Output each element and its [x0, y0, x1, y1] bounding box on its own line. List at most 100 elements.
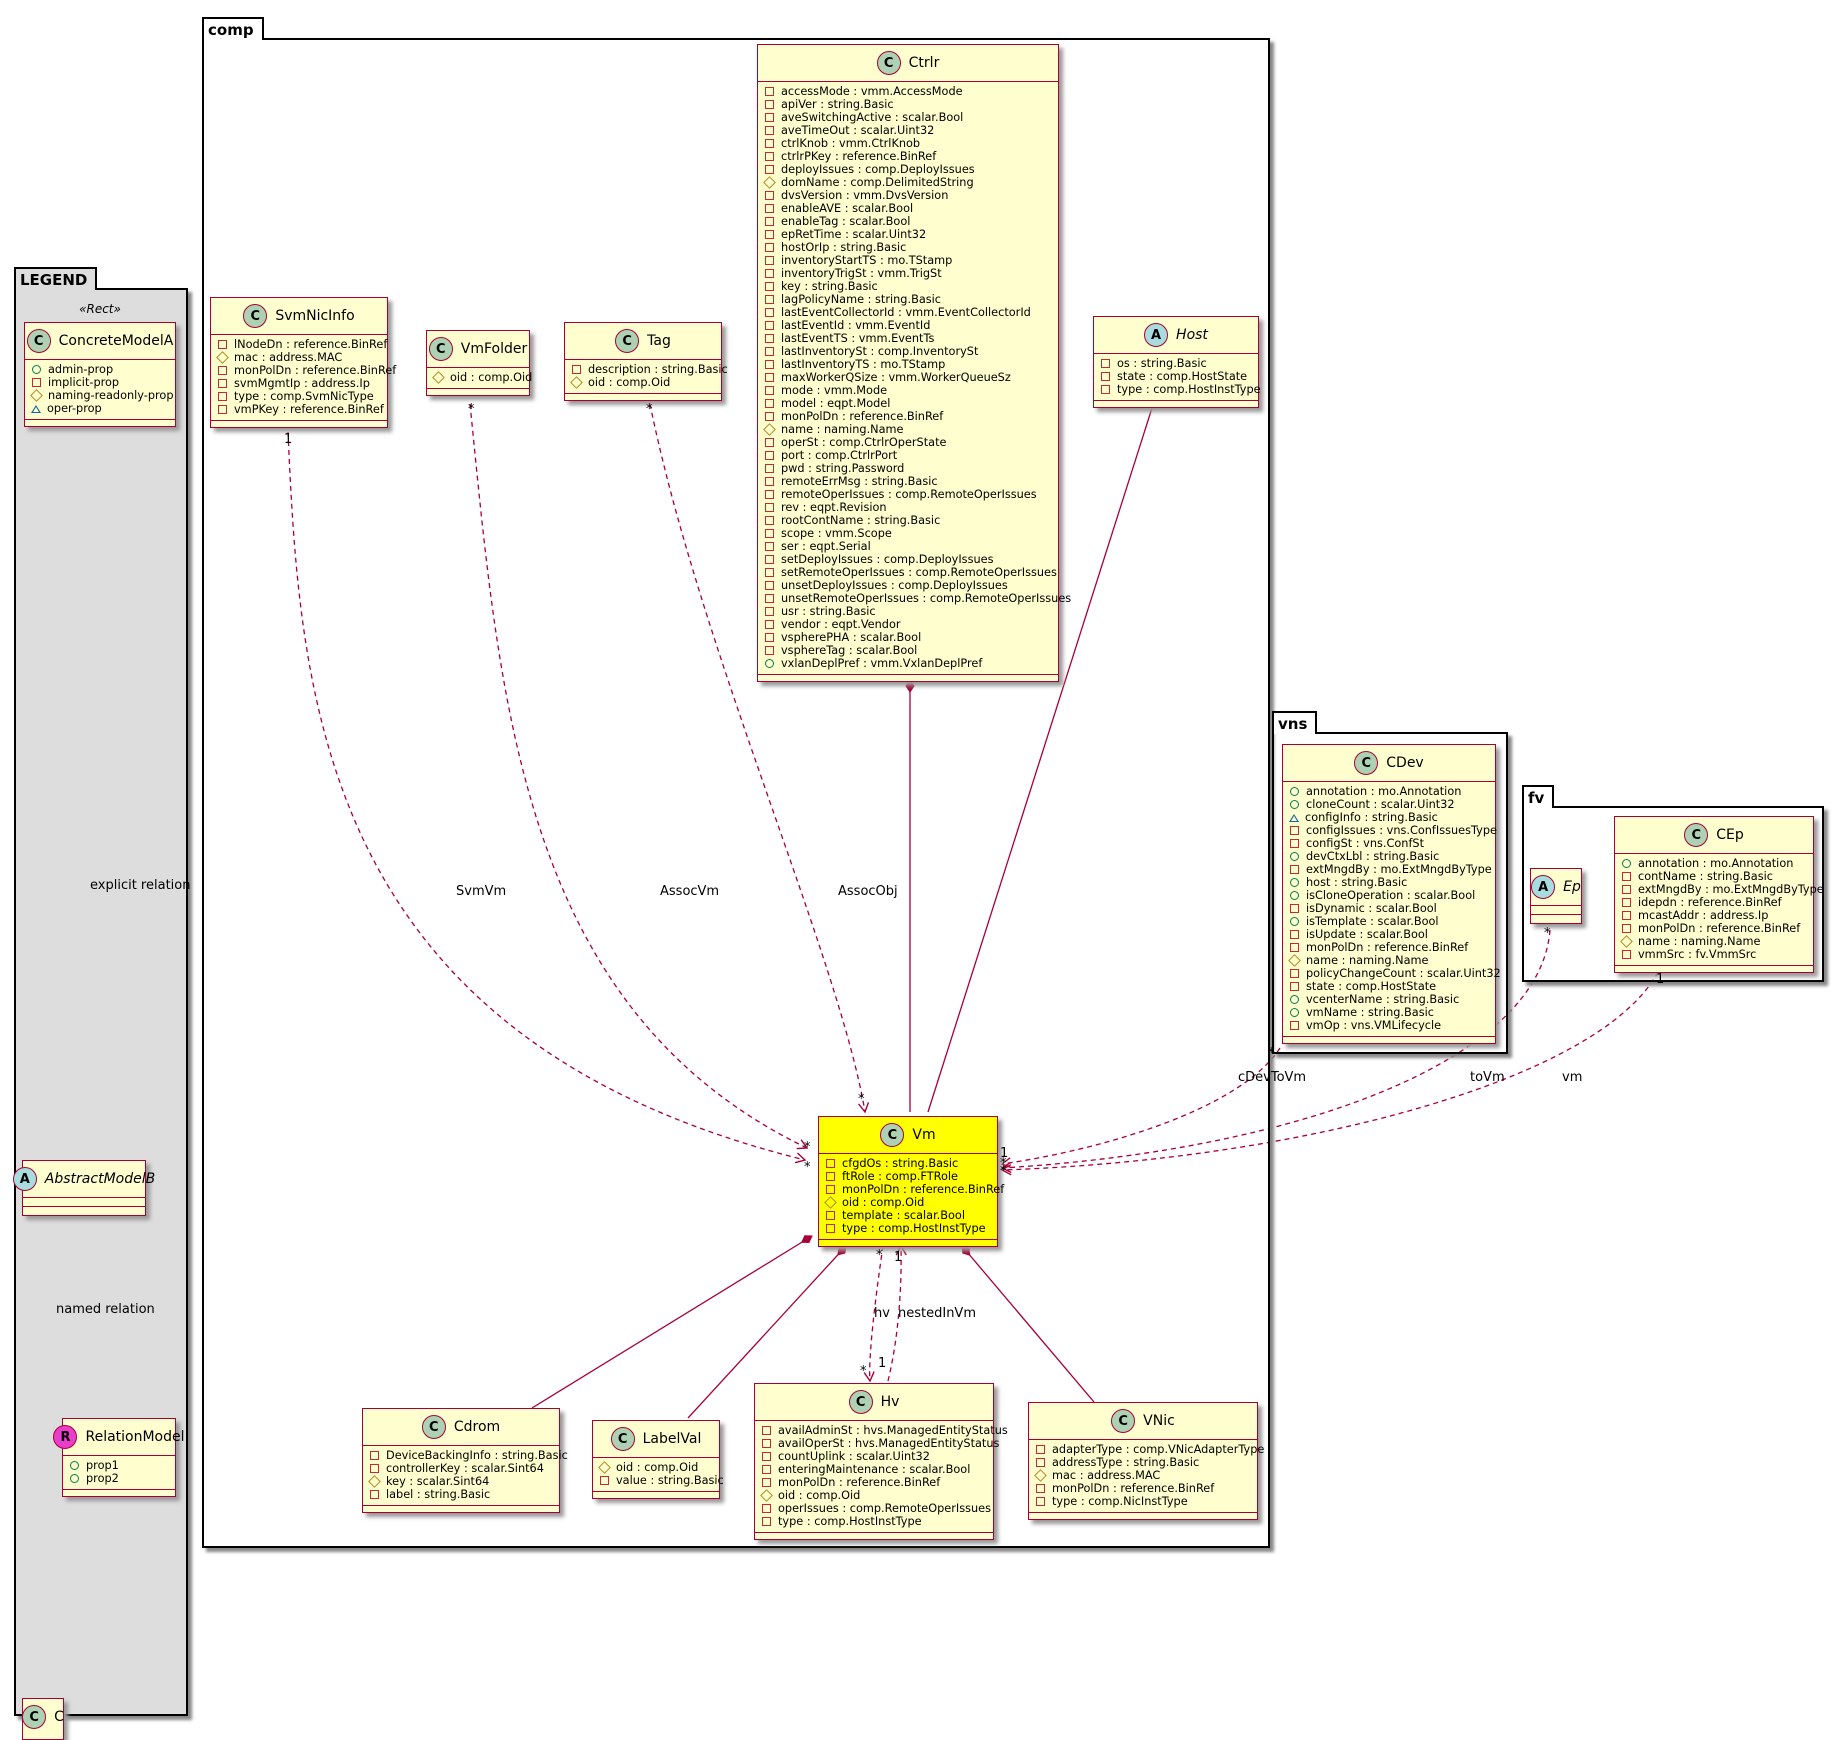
- field-text: value : string.Basic: [616, 1474, 724, 1487]
- field-text: hostOrIp : string.Basic: [781, 241, 907, 254]
- visibility-pub-icon: [1290, 800, 1299, 809]
- package-fv-tab: fv: [1522, 785, 1555, 808]
- visibility-pub-icon: [1290, 995, 1299, 1004]
- field-row: monPolDn : reference.BinRef: [1289, 941, 1489, 954]
- field-row: vmName : string.Basic: [1289, 1006, 1489, 1019]
- edge-vm-labelval: [687, 1245, 847, 1419]
- field-text: oper-prop: [47, 402, 102, 415]
- class-c-icon: C: [1111, 1409, 1136, 1433]
- visibility-priv-icon: [600, 1476, 609, 1485]
- field-row: name : naming.Name: [1620, 935, 1807, 948]
- label-explicit-relation: explicit relation: [90, 878, 191, 893]
- field-text: aveTimeOut : scalar.Uint32: [781, 124, 935, 137]
- field-text: type : comp.NicInstType: [1052, 1495, 1188, 1508]
- field-text: lastEventTS : vmm.EventTs: [781, 332, 935, 345]
- field-text: oid : comp.Oid: [842, 1196, 925, 1209]
- field-row: configIssues : vns.ConfIssuesType: [1289, 824, 1497, 837]
- field-row: monPolDn : reference.BinRef: [1621, 922, 1807, 935]
- field-row: lagPolicyName : string.Basic: [764, 293, 1052, 306]
- field-row: usr : string.Basic: [764, 605, 1052, 618]
- mult-cdev-dst: 1: [1000, 1146, 1009, 1161]
- field-row: vmPKey : reference.BinRef: [217, 403, 384, 416]
- edge-assocobj: [649, 403, 870, 1114]
- visibility-priv-icon: [1290, 969, 1299, 978]
- label-assocobj: AssocObj: [838, 884, 898, 899]
- field-row: oper-prop: [31, 402, 169, 415]
- class-name: VmFolder: [460, 341, 528, 357]
- field-text: monPolDn : reference.BinRef: [1306, 941, 1469, 954]
- field-row: annotation : mo.Annotation: [1621, 857, 1807, 870]
- label-svmvm: SvmVm: [456, 884, 507, 899]
- class-c-icon: C: [876, 51, 901, 75]
- field-text: oid : comp.Oid: [616, 1461, 699, 1474]
- field-row: devCtxLbl : string.Basic: [1289, 850, 1489, 863]
- field-text: monPolDn : reference.BinRef: [1052, 1482, 1215, 1495]
- visibility-priv-icon: [765, 269, 774, 278]
- field-row: lastEventCollectorId : vmm.EventCollecto…: [764, 306, 1052, 319]
- field-text: lastEventId : vmm.EventId: [781, 319, 931, 332]
- field-text: type : comp.HostInstType: [1117, 383, 1261, 396]
- field-text: configIssues : vns.ConfIssuesType: [1306, 824, 1497, 837]
- field-row: lastEventId : vmm.EventId: [764, 319, 1052, 332]
- field-text: isDynamic : scalar.Bool: [1306, 902, 1437, 915]
- field-row: vsphereTag : scalar.Bool: [764, 644, 1052, 657]
- visibility-priv-icon: [762, 1439, 771, 1448]
- visibility-priv-icon: [765, 503, 774, 512]
- field-row: enteringMaintenance : scalar.Bool: [761, 1463, 987, 1476]
- field-row: enableTag : scalar.Bool: [764, 215, 1052, 228]
- visibility-priv-icon: [762, 1452, 771, 1461]
- field-row: aveSwitchingActive : scalar.Bool: [764, 111, 1052, 124]
- class-c-icon: C: [880, 1123, 905, 1147]
- visibility-priv-icon: [765, 191, 774, 200]
- field-row: policyChangeCount : scalar.Uint32: [1289, 967, 1501, 980]
- class-name: Ctrlr: [908, 55, 940, 71]
- visibility-pub-icon: [1290, 891, 1299, 900]
- field-text: lastEventCollectorId : vmm.EventCollecto…: [781, 306, 1031, 319]
- class-name: Host: [1176, 327, 1208, 343]
- field-row: ctrlrPKey : reference.BinRef: [764, 150, 1052, 163]
- field-text: monPolDn : reference.BinRef: [778, 1476, 941, 1489]
- field-text: unsetDeployIssues : comp.DeployIssues: [781, 579, 1008, 592]
- field-row: oid : comp.Oid: [570, 376, 715, 389]
- visibility-priv-icon: [1036, 1497, 1045, 1506]
- abstract-a-icon: A: [1144, 323, 1169, 347]
- field-row: remoteErrMsg : string.Basic: [764, 475, 1052, 488]
- visibility-priv-icon: [218, 340, 227, 349]
- visibility-priv-icon: [765, 87, 774, 96]
- field-text: devCtxLbl : string.Basic: [1306, 850, 1440, 863]
- field-text: monPolDn : reference.BinRef: [842, 1183, 1005, 1196]
- field-row: pwd : string.Password: [764, 462, 1052, 475]
- field-text: adapterType : comp.VNicAdapterType: [1052, 1443, 1265, 1456]
- field-row: deployIssues : comp.DeployIssues: [764, 163, 1052, 176]
- field-row: type : comp.HostInstType: [761, 1515, 987, 1528]
- edge-tovm: [1000, 929, 1551, 1174]
- package-vns-tab: vns: [1272, 711, 1318, 734]
- package-vns: vns: [1272, 711, 1508, 1054]
- visibility-pub-icon: [70, 1461, 79, 1470]
- visibility-priv-icon: [218, 392, 227, 401]
- field-text: remoteOperIssues : comp.RemoteOperIssues: [781, 488, 1037, 501]
- field-row: operIssues : comp.RemoteOperIssues: [761, 1502, 991, 1515]
- field-row: lastInventorySt : comp.InventorySt: [764, 345, 1052, 358]
- visibility-priv-icon: [1036, 1484, 1045, 1493]
- visibility-priv-icon: [765, 529, 774, 538]
- field-text: operIssues : comp.RemoteOperIssues: [778, 1502, 991, 1515]
